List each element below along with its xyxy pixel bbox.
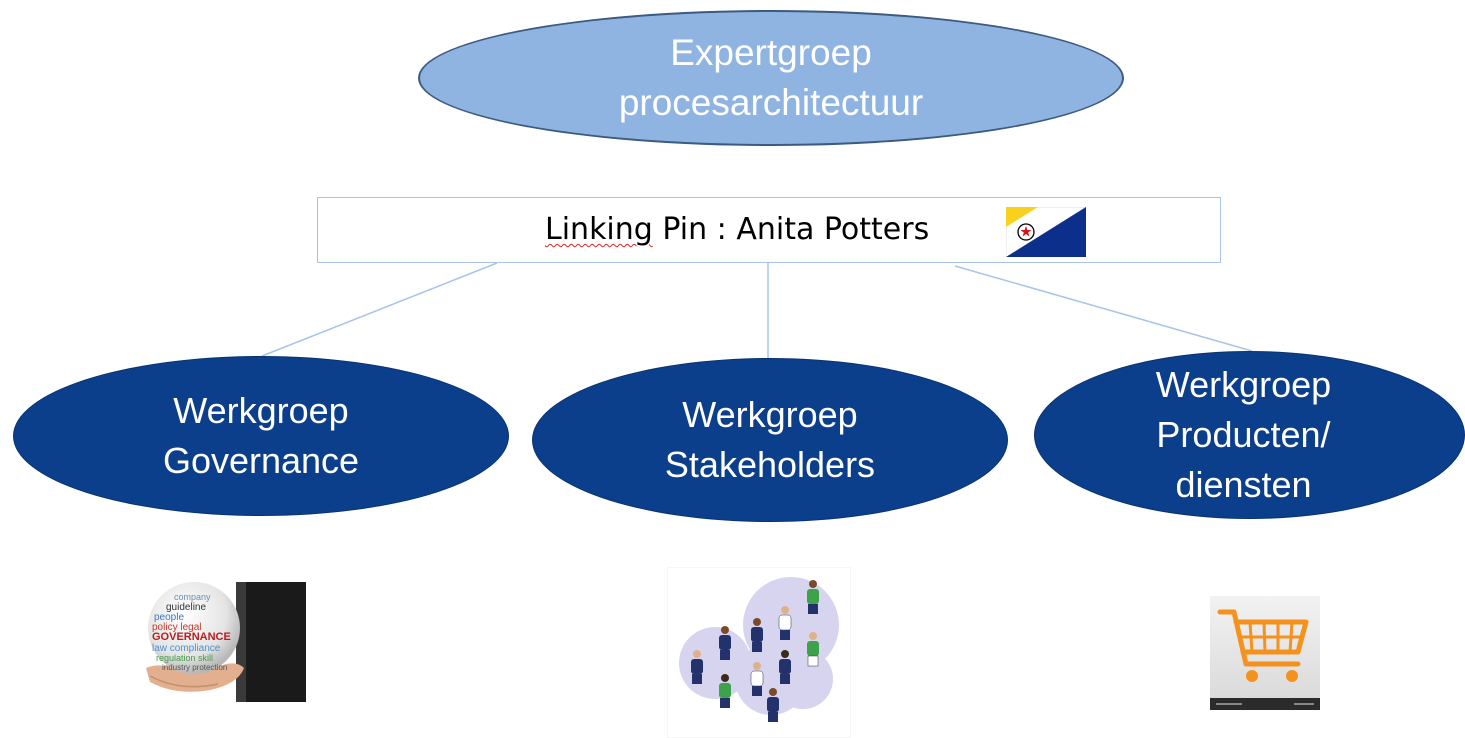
werkgroep-stakeholders-node: Werkgroep Stakeholders bbox=[532, 358, 1008, 522]
bonaire-flag-icon bbox=[1006, 207, 1086, 257]
expertgroep-line1: Expertgroep bbox=[670, 32, 872, 73]
gov-word-3: policy legal bbox=[152, 622, 201, 633]
gov-word-2: people bbox=[154, 612, 184, 623]
governance-globe-image: company guideline people policy legal GO… bbox=[146, 582, 306, 702]
linking-pin-rest: Pin : Anita Potters bbox=[652, 212, 930, 247]
expertgroep-label: Expertgroep procesarchitectuur bbox=[619, 28, 923, 128]
producten-line3: diensten bbox=[1175, 464, 1312, 505]
werkgroep-stakeholders-label: Werkgroep Stakeholders bbox=[665, 390, 875, 490]
producten-line2: Producten/ bbox=[1156, 414, 1331, 455]
governance-line2: Governance bbox=[162, 440, 360, 481]
werkgroep-governance-label: Werkgroep Governance bbox=[163, 386, 359, 486]
governance-line1: Werkgroep bbox=[173, 390, 349, 431]
werkgroep-producten-label: Werkgroep Producten/ diensten bbox=[1156, 360, 1331, 510]
werkgroep-producten-node: Werkgroep Producten/ diensten bbox=[1034, 351, 1465, 519]
gov-word-4: GOVERNANCE bbox=[152, 631, 231, 643]
stakeholders-line1: Werkgroep bbox=[682, 394, 858, 435]
people-figures bbox=[691, 580, 819, 722]
gov-word-0: company bbox=[174, 592, 211, 602]
stakeholders-people-image bbox=[667, 567, 851, 738]
shopping-cart-icon bbox=[1210, 596, 1320, 710]
expertgroep-node: Expertgroep procesarchitectuur bbox=[418, 10, 1124, 146]
linking-word: Linking bbox=[545, 212, 653, 247]
linking-pin-box: Linking Pin : Anita Potters bbox=[317, 197, 1221, 263]
gov-word-1: guideline bbox=[166, 602, 206, 613]
connector-governance bbox=[261, 262, 498, 357]
stakeholders-line2: Stakeholders bbox=[664, 444, 876, 485]
linking-pin-label: Linking Pin : Anita Potters bbox=[545, 210, 929, 250]
connector-producten bbox=[954, 265, 1253, 352]
producten-line1: Werkgroep bbox=[1155, 364, 1332, 405]
expertgroep-line2: procesarchitectuur bbox=[618, 82, 924, 123]
gov-word-7: industry protection bbox=[162, 663, 227, 672]
gov-word-5: law compliance bbox=[152, 643, 221, 654]
gov-word-6: regulation skill bbox=[156, 653, 213, 663]
werkgroep-governance-node: Werkgroep Governance bbox=[13, 356, 509, 516]
